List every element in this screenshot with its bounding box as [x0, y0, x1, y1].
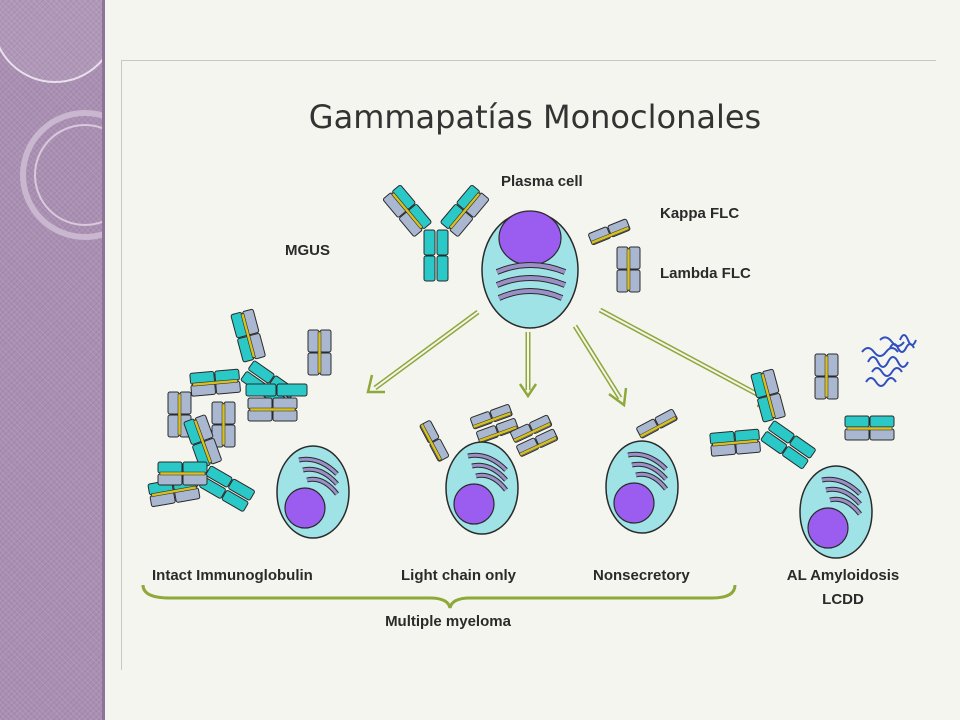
antibody-mgus — [382, 184, 490, 282]
intact-immunoglobulin-group — [138, 299, 349, 549]
decorative-sidebar — [0, 0, 105, 720]
plasma-cell-label: Plasma cell — [501, 173, 583, 190]
light-chain-only-label: Light chain only — [401, 567, 517, 584]
light-chain-only-group — [418, 403, 559, 534]
lambda-flc-label: Lambda FLC — [660, 265, 751, 282]
multiple-myeloma-label: Multiple myeloma — [385, 613, 512, 630]
al-amyloidosis-label: AL Amyloidosis — [787, 567, 900, 584]
mgus-label: MGUS — [285, 242, 330, 259]
page-title: Gammapatías Monoclonales — [309, 98, 761, 136]
lambda-flc-icon — [616, 246, 641, 293]
nonsecretory-group — [606, 408, 678, 533]
frame-line-left — [121, 60, 122, 670]
central-plasma-cell — [481, 210, 579, 329]
arrows — [366, 307, 779, 408]
frame-line-top — [121, 60, 936, 61]
multiple-myeloma-brace — [141, 584, 737, 609]
sidebar-circles — [0, 0, 105, 240]
nonsecretory-label: Nonsecretory — [593, 567, 690, 584]
amyloid-fibrils — [861, 334, 917, 387]
kappa-flc-icon — [587, 218, 632, 246]
al-amyloidosis-group — [699, 334, 917, 558]
intact-immunoglobulin-label: Intact Immunoglobulin — [152, 567, 313, 584]
kappa-flc-label: Kappa FLC — [660, 205, 739, 222]
lcdd-label: LCDD — [822, 591, 864, 608]
